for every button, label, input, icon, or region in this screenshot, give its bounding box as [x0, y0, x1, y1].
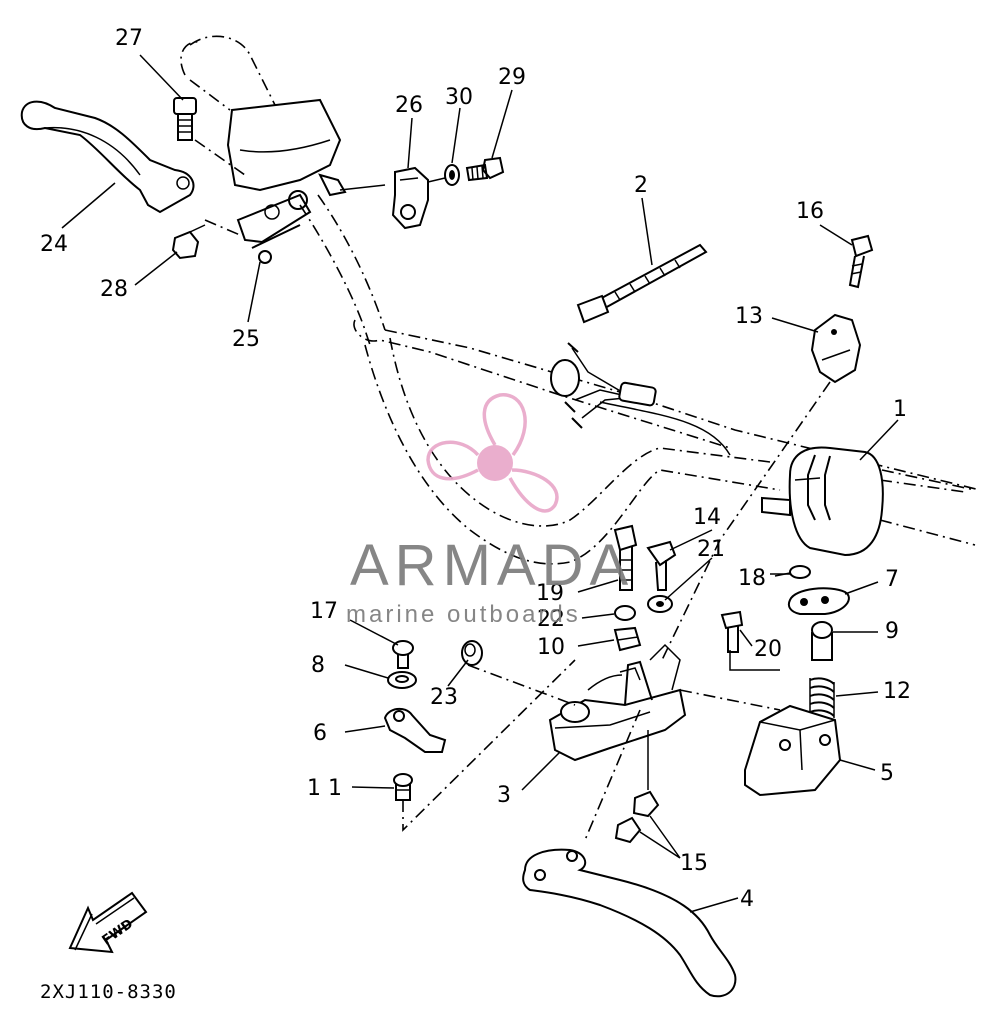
- callout-18: 18: [738, 566, 766, 591]
- watermark-brand: ARMADA: [350, 533, 634, 598]
- watermark: ARMADA marine outboards: [346, 393, 634, 628]
- switch-body-5: [744, 704, 842, 797]
- callout-8: 8: [311, 653, 325, 678]
- callout-28: 28: [100, 277, 128, 302]
- callout-13: 13: [735, 304, 763, 329]
- callout-29: 29: [498, 65, 526, 90]
- callout-1: 1: [893, 397, 907, 422]
- bolt-27: [173, 97, 197, 141]
- pin-14: [646, 540, 677, 591]
- bolt-19: [613, 524, 638, 591]
- screw-16: [848, 234, 874, 289]
- callout-17: 17: [310, 599, 338, 624]
- bolt-29: [465, 156, 505, 182]
- left-grip-housing: [180, 35, 386, 264]
- diagram-part-number: 2XJ110-8330: [40, 981, 177, 1003]
- wiring-lead: [550, 342, 657, 429]
- callout-7: 7: [885, 567, 899, 592]
- callout-12: 12: [883, 679, 911, 704]
- leader-lines: [61, 54, 899, 913]
- guide-lines: [194, 139, 831, 841]
- washer-21: [647, 595, 673, 613]
- cable-tie-2: [576, 243, 708, 324]
- washer-22: [614, 605, 636, 621]
- callout-2: 2: [634, 173, 648, 198]
- bolt-11: [393, 773, 413, 801]
- clamp-13: [810, 313, 862, 384]
- callout-3: 3: [497, 783, 511, 808]
- callout-9: 9: [885, 619, 899, 644]
- callout-19: 19: [536, 581, 564, 606]
- callout-10: 10: [537, 635, 565, 660]
- callout-16: 16: [796, 199, 824, 224]
- switch-housing-1: [761, 446, 976, 557]
- callout-20: 20: [754, 637, 782, 662]
- callouts: 27 24 28 25 26 30 29 2 16 13 1 14 21 18 …: [40, 26, 911, 912]
- callout-25: 25: [232, 327, 260, 352]
- plate-7: [787, 587, 850, 615]
- callout-5: 5: [880, 761, 894, 786]
- callout-27: 27: [115, 26, 143, 51]
- callout-23: 23: [430, 685, 458, 710]
- callout-14: 14: [693, 505, 721, 530]
- screw-18: [770, 565, 811, 579]
- callout-30: 30: [445, 85, 473, 110]
- bushing-23: [461, 640, 483, 666]
- washer-30: [444, 164, 460, 186]
- nuts-15: [614, 730, 660, 844]
- washer-8: [387, 671, 417, 689]
- bracket-6: [383, 707, 447, 753]
- screw-17: [392, 640, 414, 669]
- callout-11: 1 1: [307, 776, 342, 801]
- propeller-logo-icon: [426, 393, 559, 513]
- callout-21: 21: [697, 537, 725, 562]
- clamp-26: [391, 166, 429, 230]
- screw-20: [720, 610, 780, 671]
- brake-lever-4: [522, 848, 737, 998]
- callout-22: 22: [537, 607, 565, 632]
- watermark-tagline: marine outboards: [346, 601, 581, 628]
- callout-15: 15: [680, 851, 708, 876]
- nut-28: [171, 224, 206, 260]
- left-clutch-lever: [20, 100, 195, 214]
- spring-12: [809, 677, 835, 718]
- nut-10: [613, 626, 642, 652]
- callout-26: 26: [395, 93, 423, 118]
- callout-4: 4: [740, 887, 754, 912]
- callout-24: 24: [40, 232, 68, 257]
- fwd-arrow-icon: FWD: [68, 891, 148, 954]
- callout-6: 6: [313, 721, 327, 746]
- lever-holder-3: [548, 643, 687, 762]
- plunger-9: [811, 621, 833, 661]
